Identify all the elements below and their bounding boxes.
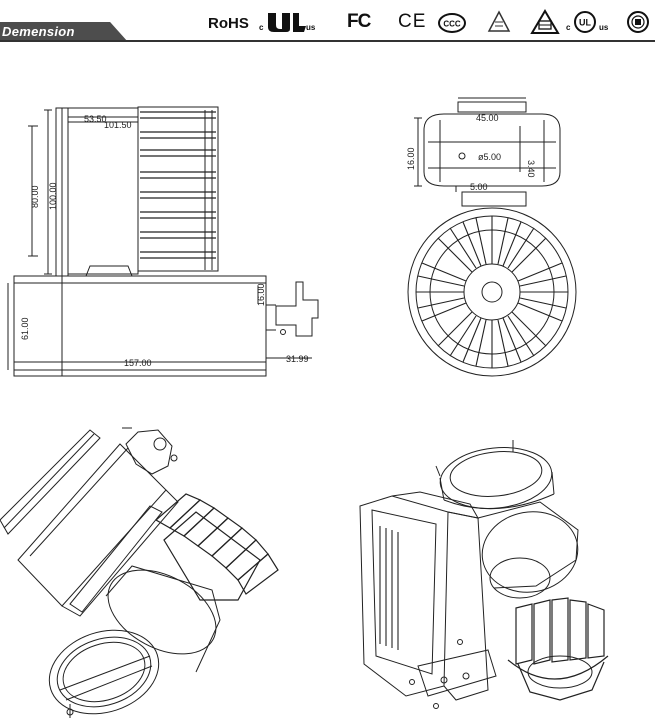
warning-triangle-icon	[487, 10, 511, 32]
cul-listed-icon: UL	[574, 11, 596, 33]
dim-head-length: 101.50	[104, 120, 132, 130]
dim-top-width: 45.00	[476, 113, 499, 123]
dim-adapter-height: 16.00	[256, 283, 266, 306]
ul-mark-c: c	[259, 23, 264, 32]
rohs-mark: RoHS	[208, 15, 249, 32]
cul-mark-us: us	[599, 23, 609, 32]
side-view-drawing	[7, 106, 319, 377]
safety-mark-icon	[627, 11, 649, 33]
section-tab: Demension	[0, 22, 128, 42]
fcc-mark: FC	[347, 11, 371, 32]
exploded-view-left	[0, 427, 279, 718]
dim-box-length: 157.00	[124, 358, 152, 368]
header-bar: Demension RoHS c us FC CE CCC c UL us	[0, 0, 655, 44]
dim-adapter-width: 31.99	[286, 354, 309, 364]
exploded-view-right	[359, 440, 609, 709]
ul-mark-us: us	[306, 23, 316, 32]
header-rule	[0, 40, 655, 42]
dim-pivot-hole: ø5.00	[478, 152, 501, 162]
section-label: Demension	[2, 24, 75, 39]
dim-right-height: 3.40	[526, 160, 536, 178]
pse-mark-icon	[530, 9, 560, 34]
dim-collar-height: 5.00	[470, 182, 488, 192]
ccc-mark-icon: CCC	[438, 13, 466, 33]
dim-inner-height: 80.00	[30, 185, 40, 208]
dim-head-height: 100.00	[48, 182, 58, 210]
ce-mark: CE	[398, 11, 427, 32]
ccc-label: CCC	[443, 20, 461, 29]
cul-mark-c: c	[566, 23, 571, 32]
dim-top-depth: 53.50	[84, 114, 107, 124]
dim-left-height: 16.00	[406, 147, 416, 170]
dim-box-height: 61.00	[20, 317, 30, 340]
cul-label: UL	[579, 18, 591, 28]
front-view-drawing	[407, 97, 577, 377]
ul-recognized-icon	[268, 13, 306, 32]
